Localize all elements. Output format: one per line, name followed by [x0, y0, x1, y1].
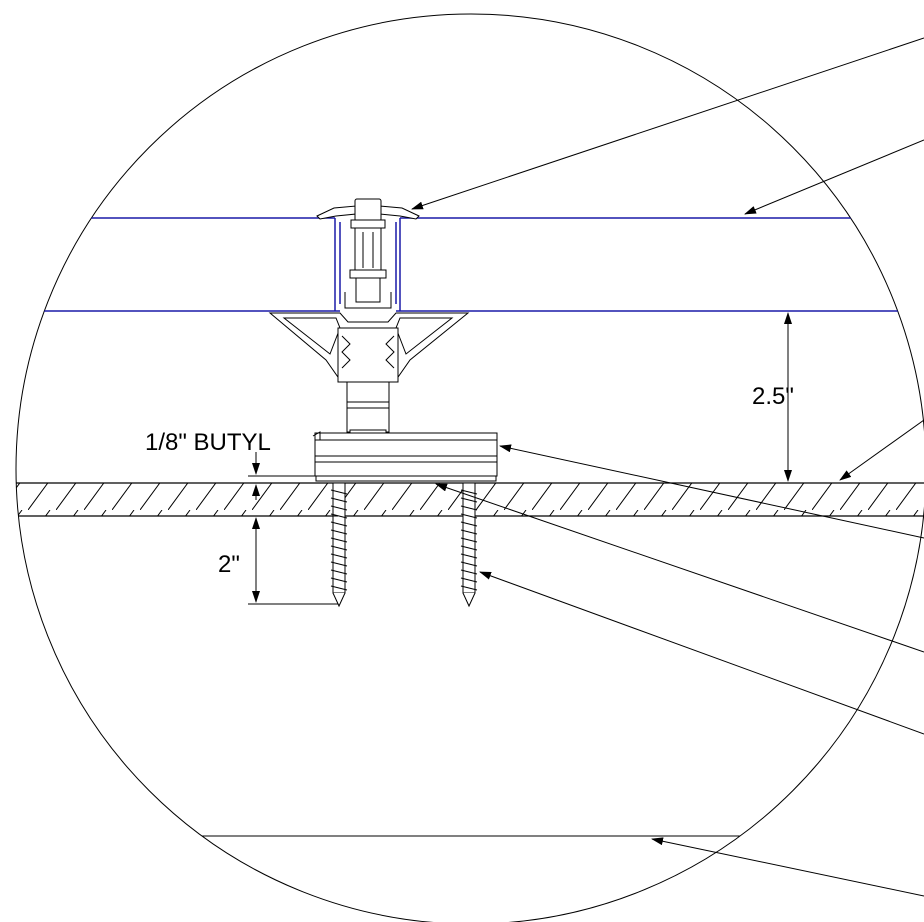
mid-clamp — [316, 198, 420, 309]
dimension-butyl — [248, 452, 316, 500]
leader-panel — [744, 139, 924, 215]
screw-embed-label: 2" — [218, 551, 240, 578]
butyl-label: 1/8" BUTYL — [145, 429, 271, 456]
leader-butyl — [435, 483, 924, 653]
lag-screw-right — [460, 482, 478, 608]
leader-base-foot — [499, 444, 924, 539]
dimension-screw-embed — [248, 515, 338, 605]
leader-lag-screw — [479, 571, 924, 735]
rail-bracket — [268, 312, 470, 447]
rail-height-label: 2.5" — [752, 383, 794, 410]
leader-ceiling — [651, 837, 924, 897]
leader-lines — [411, 37, 924, 897]
leader-mid-clamp — [411, 37, 924, 210]
base-foot — [312, 431, 498, 482]
detail-circle — [15, 13, 924, 922]
lag-screw-left — [330, 482, 348, 608]
roof-deck — [16, 482, 924, 517]
leader-roof-deck — [839, 419, 924, 481]
solar-panels — [16, 217, 924, 312]
